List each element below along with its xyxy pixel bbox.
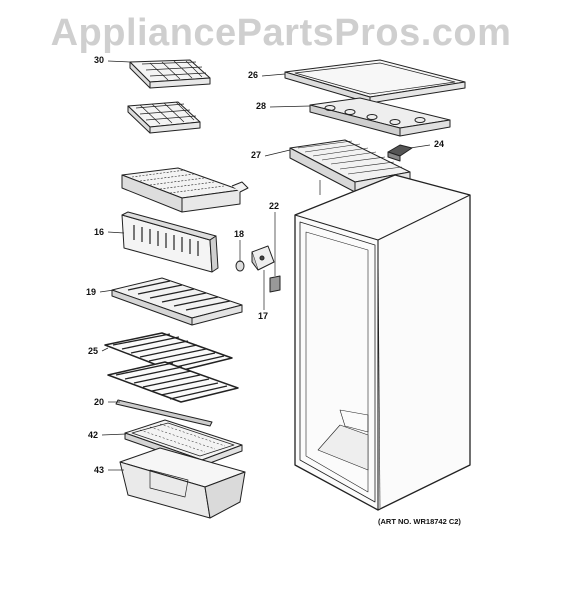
part-18-knob: [235, 260, 245, 272]
part-26-top-cover: [284, 59, 466, 104]
refrigerator-cabinet: [294, 174, 471, 511]
callout-20: 20: [94, 397, 105, 407]
callout-27: 27: [251, 150, 262, 160]
callout-18: 18: [234, 229, 245, 239]
callout-42: 42: [88, 430, 99, 440]
art-number-label: (ART NO. WR18742 C2): [378, 517, 461, 526]
part-43-crisper-drawer: [119, 447, 246, 519]
part-20-trim-strip: [115, 399, 213, 427]
callout-30: 30: [94, 55, 105, 65]
callout-22: 22: [269, 201, 280, 211]
part-30-ice-tray-second: [127, 101, 201, 134]
part-24-latch: [387, 144, 413, 162]
callout-26: 26: [248, 70, 259, 80]
part-16-panel: [121, 211, 219, 273]
part-28-control-panel: [309, 97, 451, 137]
part-25-wire-shelf-top: [104, 332, 233, 373]
callout-25: 25: [88, 346, 99, 356]
upper-shelf: [121, 167, 249, 213]
leader-lines: [99, 60, 431, 471]
callout-19: 19: [86, 287, 97, 297]
callout-43: 43: [94, 465, 105, 475]
callout-17: 17: [258, 311, 269, 321]
callout-24: 24: [434, 139, 445, 149]
callout-16: 16: [94, 227, 105, 237]
part-17-housing: [251, 245, 275, 271]
part-30-ice-tray: [129, 59, 211, 89]
watermark-logo: AppliancePartsPros.com: [50, 12, 512, 54]
part-19-shelf: [111, 277, 243, 326]
part-22-switch: [269, 275, 281, 293]
part-25-wire-shelf-bottom: [107, 361, 239, 403]
callout-28: 28: [256, 101, 267, 111]
